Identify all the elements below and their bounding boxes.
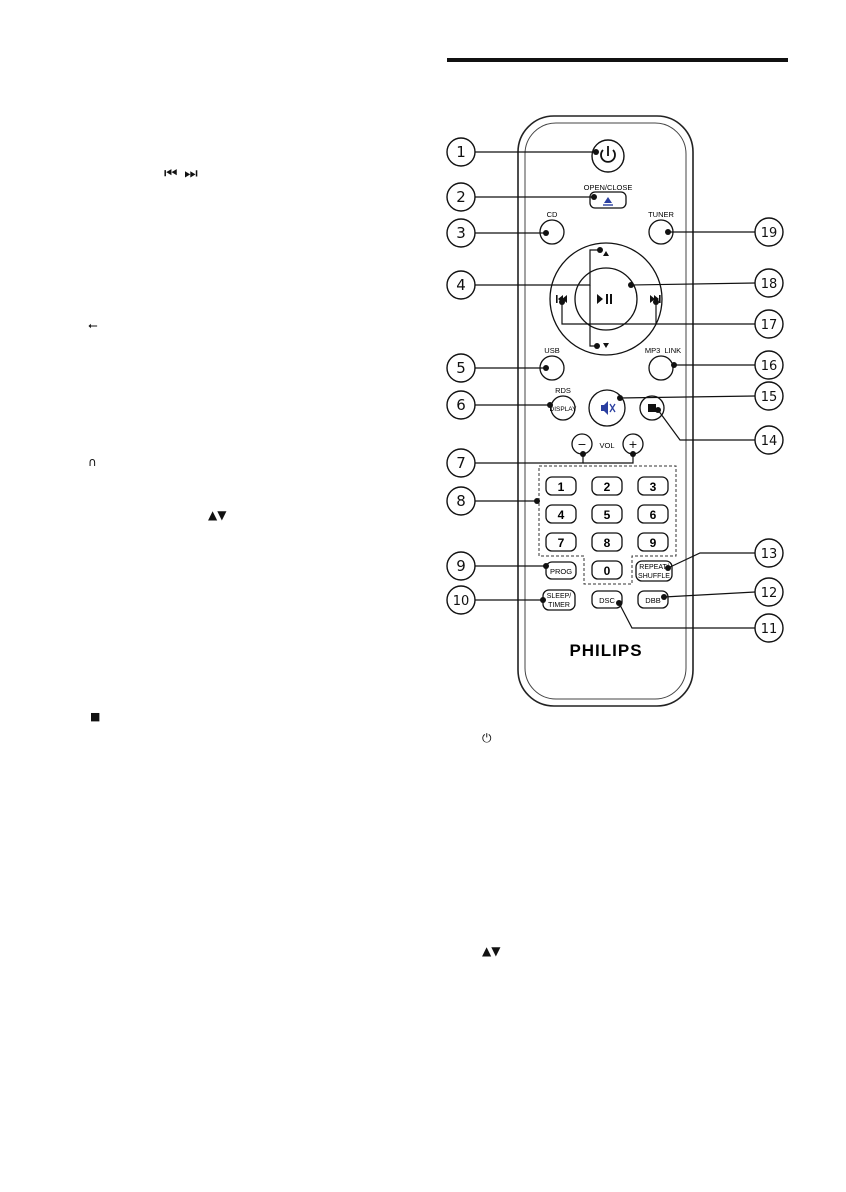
power-button: [591, 139, 625, 173]
key-4-label: 4: [558, 508, 565, 522]
headphone-icon: ∩: [88, 455, 97, 469]
play-pause-button: [574, 267, 638, 331]
philips-logo: PHILIPS: [569, 641, 642, 660]
callout-2: 2: [456, 188, 466, 206]
play-icon: [597, 294, 603, 304]
key-2-label: 2: [604, 480, 611, 494]
callout-15: 15: [761, 390, 778, 405]
mute-icon: [601, 401, 608, 415]
up-arrow-icon: [603, 251, 609, 256]
vol-minus-label: −: [577, 438, 586, 451]
rds-label: RDS: [555, 386, 571, 395]
mp3-link-button: [648, 355, 674, 381]
next-icon: [650, 295, 655, 303]
vol-label: VOL: [599, 441, 614, 450]
callout-13: 13: [761, 547, 778, 562]
open-close-label: OPEN/CLOSE: [584, 183, 633, 192]
timer-label: TIMER: [548, 602, 570, 609]
vol-plus-label: +: [628, 438, 637, 451]
callout-10: 10: [453, 594, 470, 609]
prog-label: PROG: [550, 567, 572, 576]
shuffle-label: SHUFFLE: [638, 573, 670, 580]
skip-icons: ⏮ ⏭: [164, 164, 199, 182]
number-keypad: 1 2 3 4 5 6 7 8 9 0: [545, 476, 669, 580]
callout-8: 8: [456, 492, 466, 510]
power-symbol: [600, 149, 616, 163]
nav-ring: [549, 242, 663, 356]
key-2: [591, 476, 623, 496]
repeat-shuffle-button: [635, 560, 673, 582]
cd-label: CD: [547, 210, 558, 219]
key-7: [545, 532, 577, 552]
key-9: [637, 532, 669, 552]
callout-1: 1: [456, 143, 466, 161]
key-1: [545, 476, 577, 496]
key-5: [591, 504, 623, 524]
key-4: [545, 504, 577, 524]
down-arrow-icon: [603, 343, 609, 348]
key-5-label: 5: [604, 508, 611, 522]
usb-label: USB: [544, 346, 559, 355]
remote-body-inner: [524, 122, 687, 700]
callout-9: 9: [456, 557, 466, 575]
up-down-icons-right: ▲▼: [482, 944, 501, 958]
eject-icon: [604, 197, 612, 203]
key-6-label: 6: [650, 508, 657, 522]
mp3-link-label: MP3 LINK: [645, 346, 681, 355]
callout-numbers: 1 2 3 4 5 6 7 8 9 10 11 12 13 14 15 16 1…: [453, 143, 778, 637]
up-down-icons: ▲▼: [208, 508, 227, 522]
key-3: [637, 476, 669, 496]
mute-button: [588, 389, 626, 427]
power-icon: ⏻: [482, 731, 492, 745]
callout-12: 12: [761, 586, 778, 601]
dsc-button: [591, 590, 623, 609]
key-3-label: 3: [650, 480, 657, 494]
callout-17: 17: [761, 318, 778, 333]
callouts-left: [446, 137, 476, 615]
cd-button: [539, 219, 565, 245]
callout-4: 4: [456, 276, 466, 294]
tuner-label: TUNER: [648, 210, 674, 219]
display-label: DISPLAY: [550, 406, 578, 413]
dsc-label: DSC: [599, 596, 615, 605]
callout-dots: [534, 149, 677, 606]
callout-7: 7: [456, 454, 466, 472]
key-0: [591, 560, 623, 580]
key-6: [637, 504, 669, 524]
callout-3: 3: [456, 224, 466, 242]
key-0-label: 0: [604, 564, 611, 578]
remote-body-outer: [517, 115, 694, 707]
callouts-right: [754, 217, 784, 643]
callout-14: 14: [761, 434, 778, 449]
open-close-button: [589, 191, 627, 209]
callout-6: 6: [456, 396, 466, 414]
repeat-label: REPEAT/: [639, 564, 668, 571]
keypad-frame: [538, 465, 677, 585]
key-1-label: 1: [558, 480, 565, 494]
callout-5: 5: [456, 359, 466, 377]
callout-11: 11: [761, 622, 778, 637]
key-8: [591, 532, 623, 552]
dbb-button: [637, 590, 669, 609]
key-7-label: 7: [558, 536, 565, 550]
section-rule: [447, 58, 788, 62]
callout-leaders: [475, 151, 756, 629]
prog-button: [545, 561, 577, 580]
usb-icon: ⭠: [88, 318, 98, 332]
dbb-label: DBB: [645, 596, 660, 605]
key-9-label: 9: [650, 536, 657, 550]
callout-18: 18: [761, 277, 778, 292]
stop-square-icon: [648, 404, 656, 412]
callout-19: 19: [761, 226, 778, 241]
stop-button: [639, 395, 665, 421]
display-button: [550, 395, 576, 421]
stop-icon: ■: [90, 710, 101, 723]
callout-16: 16: [761, 359, 778, 374]
sleep-label: SLEEP/: [547, 593, 572, 600]
key-8-label: 8: [604, 536, 611, 550]
